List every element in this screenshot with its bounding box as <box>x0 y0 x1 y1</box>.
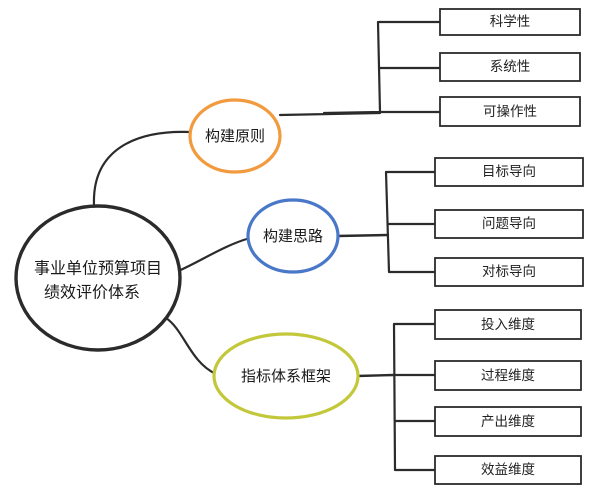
root-node-ellipse <box>14 204 182 352</box>
root-node[interactable]: 事业单位预算项目 绩效评价体系 <box>14 204 182 352</box>
branch-node-principles[interactable]: 构建原则 <box>188 98 282 174</box>
branch-approach-label: 构建思路 <box>263 227 323 245</box>
branch-approach-ellipse <box>246 198 340 274</box>
leaf-label: 效益维度 <box>481 462 535 478</box>
leaf-benchmark-oriented[interactable]: 对标导向 <box>434 257 584 287</box>
leaf-process-dimension[interactable]: 过程维度 <box>434 360 582 391</box>
leaf-label: 过程维度 <box>481 368 535 384</box>
leaf-label: 对标导向 <box>482 264 536 280</box>
leaf-box <box>434 157 584 187</box>
leaf-label: 科学性 <box>490 14 531 30</box>
root-title-line2: 绩效评价体系 <box>44 283 140 302</box>
leaf-label: 问题导向 <box>482 216 536 232</box>
leaf-operability[interactable]: 可操作性 <box>439 96 581 127</box>
connector-framework-bracket <box>392 322 437 472</box>
leaf-problem-oriented[interactable]: 问题导向 <box>434 209 584 239</box>
connector-root-approach <box>174 236 252 274</box>
connector-approach-bracket <box>384 170 437 274</box>
branch-principles-label: 构建原则 <box>205 127 265 145</box>
leaf-box <box>434 209 584 239</box>
leaf-output-dimension[interactable]: 产出维度 <box>434 406 582 437</box>
leaf-label: 目标导向 <box>482 164 536 180</box>
leaf-systematic[interactable]: 系统性 <box>439 52 581 82</box>
branch-principles-ellipse <box>188 98 282 174</box>
branch-framework-ellipse <box>212 332 360 420</box>
connector-approach-trunk <box>335 233 390 238</box>
branch-framework-label: 指标体系框架 <box>241 367 331 385</box>
connector-root-framework <box>164 316 218 376</box>
leaf-box <box>434 406 582 437</box>
leaf-label: 投入维度 <box>481 317 535 333</box>
leaf-box <box>439 52 581 82</box>
leaf-label: 可操作性 <box>483 104 537 120</box>
connector-principles-trunk <box>278 20 382 117</box>
leaf-goal-oriented[interactable]: 目标导向 <box>434 157 584 187</box>
leaf-scientific[interactable]: 科学性 <box>439 8 581 36</box>
connector-principles-bracket <box>377 20 442 114</box>
leaf-box <box>439 8 581 36</box>
branch-node-framework[interactable]: 指标体系框架 <box>212 332 360 420</box>
connector-framework-trunk <box>355 373 396 378</box>
leaf-box <box>434 309 582 340</box>
leaf-box <box>434 257 584 287</box>
leaf-label: 产出维度 <box>481 414 535 430</box>
leaf-box <box>434 360 582 391</box>
leaf-benefit-dimension[interactable]: 效益维度 <box>434 455 582 485</box>
leaf-box <box>439 96 581 127</box>
root-title-line1: 事业单位预算项目 <box>34 259 162 278</box>
connector-root-principles <box>92 130 192 207</box>
leaf-label: 系统性 <box>490 59 531 75</box>
branch-node-approach[interactable]: 构建思路 <box>246 198 340 274</box>
leaf-box <box>434 455 582 485</box>
leaf-input-dimension[interactable]: 投入维度 <box>434 309 582 340</box>
